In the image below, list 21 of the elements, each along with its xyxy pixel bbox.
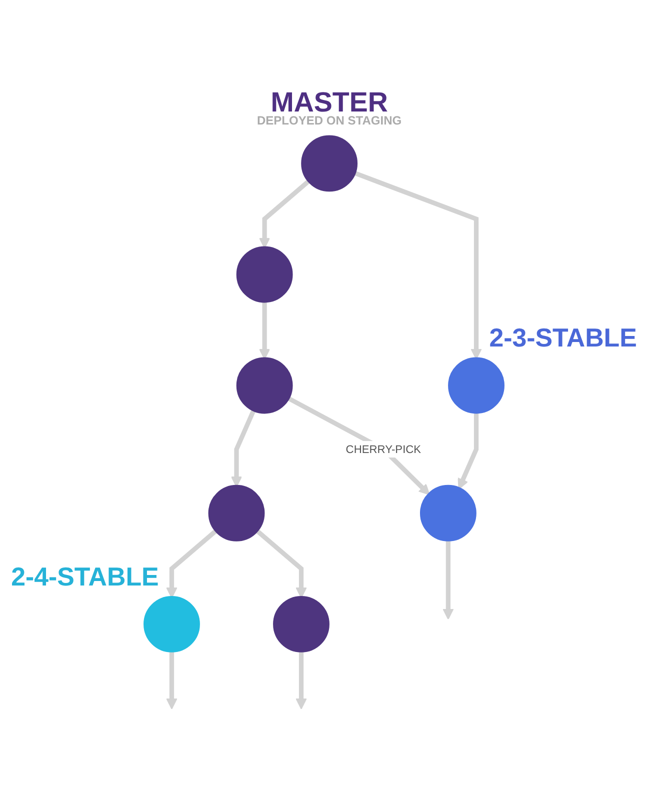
edge-label: CHERRY-PICK: [346, 441, 422, 458]
commit-circle: [273, 596, 330, 652]
commit-circle: [448, 357, 504, 414]
commit-circle: [236, 246, 293, 303]
arrow: [442, 540, 454, 620]
arrow: [230, 410, 256, 488]
commit-circle: [236, 357, 293, 414]
commit-circle: [144, 596, 200, 652]
arrow: [166, 652, 178, 710]
arrow: [166, 529, 217, 598]
arrow: [258, 302, 270, 360]
branch-name: 2-4-STABLE: [11, 563, 159, 592]
arrow: [354, 171, 482, 360]
arrow: [296, 652, 307, 710]
branch-name: 2-3-STABLE: [489, 324, 637, 353]
arrow: [256, 529, 307, 598]
arrow: [258, 180, 310, 249]
commit-circle: [420, 484, 476, 542]
arrow: [458, 413, 479, 490]
commit-circle: [208, 484, 265, 542]
commit-circle: [301, 135, 358, 192]
